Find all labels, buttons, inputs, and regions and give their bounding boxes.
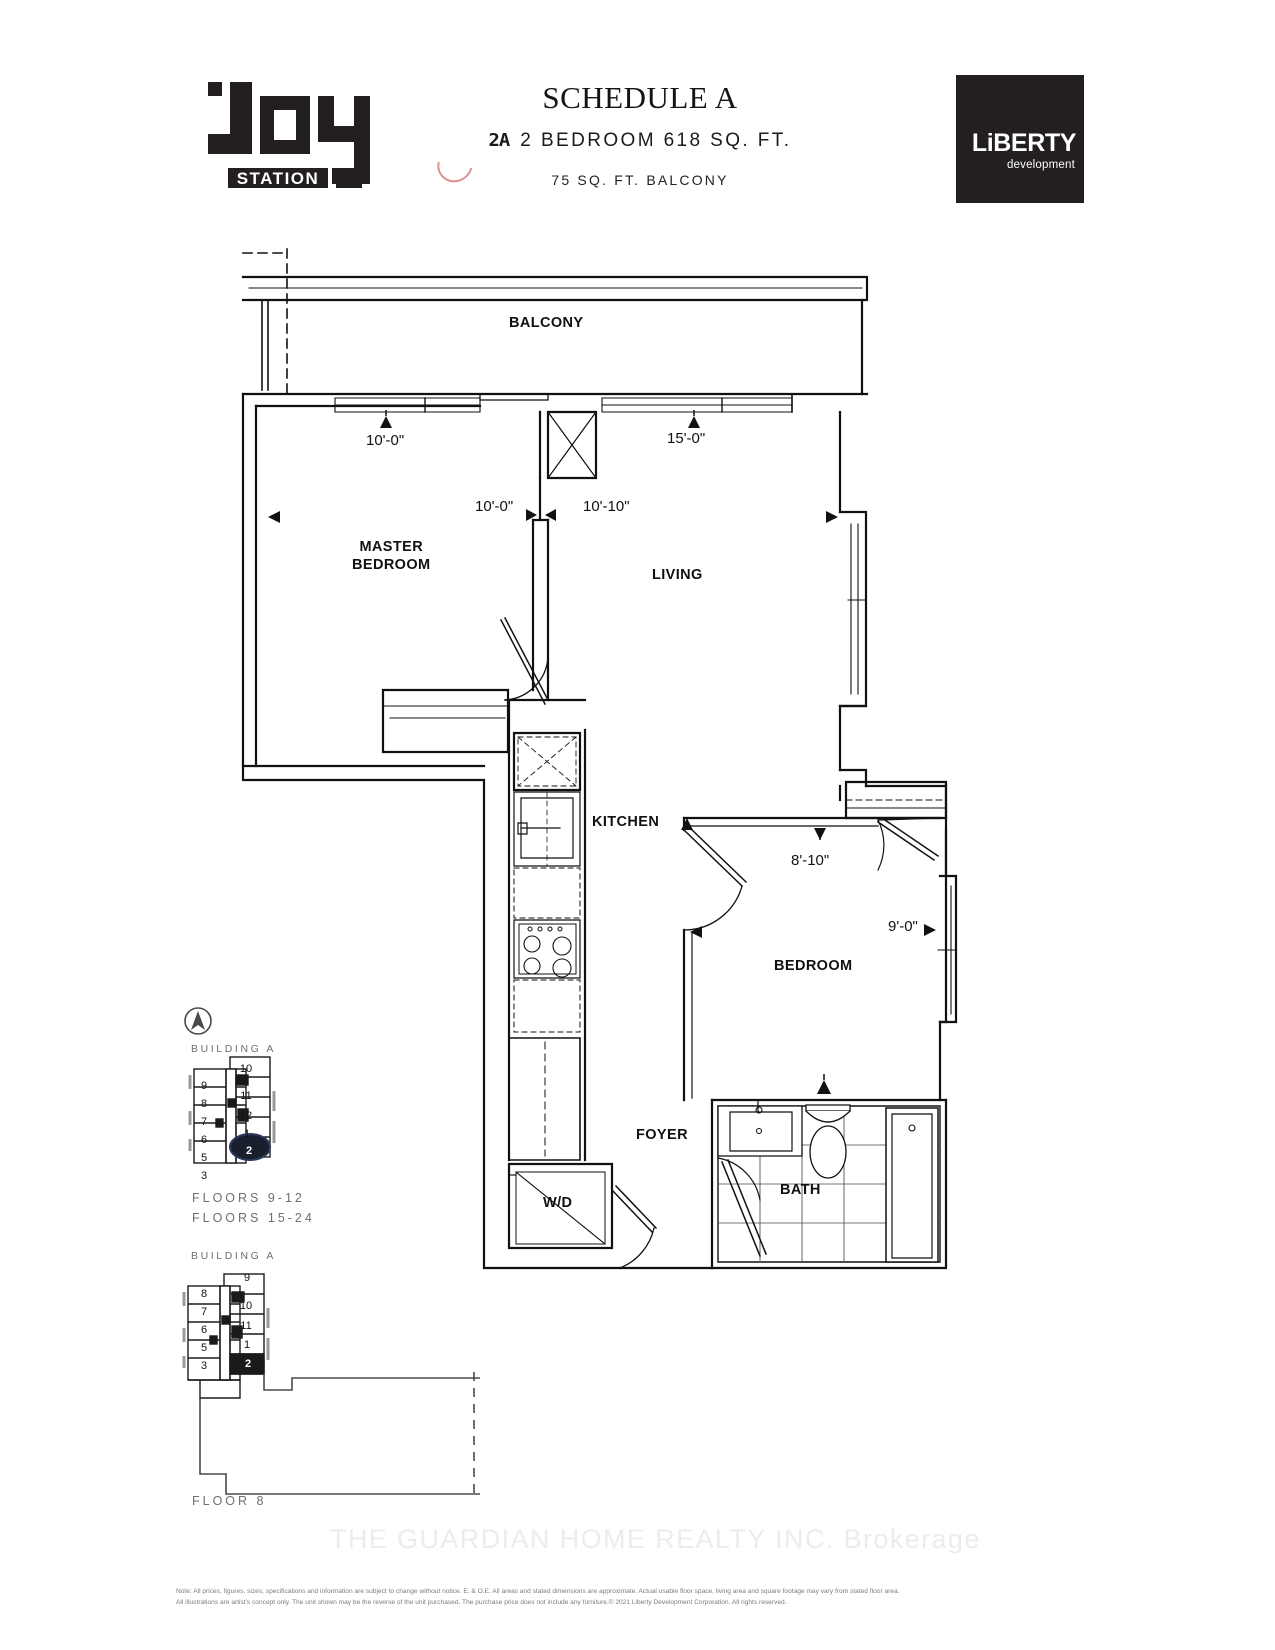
legal-disclaimer-line-1: Note: All prices, figures, sizes, specif… (176, 1588, 900, 1595)
unit-description: 2 BEDROOM 618 SQ. FT. (520, 130, 792, 151)
dimension-living-width: 15'-0" (667, 430, 706, 447)
dimension-bedroom-width: 8'-10" (791, 852, 830, 869)
joy-station-sub-label: STATION (237, 169, 320, 188)
joy-station-logo-mark: STATION (208, 82, 370, 188)
legal-disclaimer-line-2: All illustrations are artist's concept o… (176, 1599, 787, 1606)
key-plan-2-unit-6: 6 (200, 1324, 208, 1336)
key-plan-2-unit-3: 3 (200, 1360, 208, 1372)
key-plan-1-unit-7: 7 (200, 1116, 208, 1128)
key-plan-2-building-label: BUILDING A (191, 1250, 276, 1262)
unit-code-badge: 2A (488, 130, 510, 151)
liberty-logo-name: LiBERTY (971, 129, 1077, 157)
brokerage-watermark: THE GUARDIAN HOME REALTY INC. Brokerage (330, 1524, 981, 1554)
key-plan-2-floor-label: FLOOR 8 (192, 1494, 267, 1508)
room-label-kitchen: KITCHEN (592, 814, 660, 830)
unit-summary-line: 2A 2 BEDROOM 618 SQ. FT. (430, 130, 850, 152)
page-header: STATION SCHEDULE A 2A 2 BEDROOM 618 SQ. F… (0, 0, 1275, 230)
key-plan-2-diagram[interactable] (180, 1262, 480, 1502)
key-plan-1-building-label: BUILDING A (191, 1043, 276, 1055)
page-title: SCHEDULE A (542, 80, 738, 115)
key-plan-1-floors-line2: FLOORS 15-24 (192, 1211, 315, 1225)
key-plan-1-unit-10: 10 (239, 1063, 253, 1075)
key-plan-1-unit-5: 5 (200, 1152, 208, 1164)
key-plan-1-unit-12: 12 (239, 1110, 253, 1122)
room-label-washer-dryer: W/D (543, 1195, 573, 1211)
key-plan-2-unit-7: 7 (200, 1306, 208, 1318)
dimension-living-depth: 10'-10" (583, 498, 630, 515)
room-label-bedroom: BEDROOM (774, 958, 853, 974)
room-label-master-bedroom: MASTER BEDROOM (352, 538, 431, 574)
north-arrow-icon (184, 1007, 212, 1035)
key-plan-2-unit-10: 10 (239, 1300, 253, 1312)
room-label-bath: BATH (780, 1182, 821, 1198)
key-plan-1-unit-3: 3 (200, 1170, 208, 1182)
dimension-master-bedroom-width: 10'-0" (366, 432, 405, 449)
room-label-foyer: FOYER (636, 1127, 688, 1143)
key-plan-1-unit-11: 11 (240, 1090, 252, 1102)
room-label-living: LIVING (652, 567, 703, 583)
room-label-master-bedroom-line1: MASTER (359, 539, 424, 555)
key-plan-2-unit-1: 1 (243, 1339, 251, 1351)
balcony-area-note: 75 SQ. FT. BALCONY (551, 172, 729, 188)
key-plan-2-unit-2-highlighted: 2 (244, 1358, 252, 1370)
key-plan-2-unit-11: 11 (240, 1320, 252, 1332)
joy-station-logo: STATION (186, 72, 401, 202)
key-plan-2-unit-9: 9 (243, 1272, 251, 1284)
room-label-master-bedroom-line2: BEDROOM (352, 557, 431, 573)
liberty-development-logo: LiBERTY development (956, 75, 1084, 203)
key-plan-1-unit-9: 9 (200, 1080, 208, 1092)
legal-disclaimer: Note: All prices, figures, sizes, specif… (176, 1586, 1116, 1608)
key-plan-1-unit-2-highlighted: 2 (245, 1145, 253, 1157)
key-plan-1-floors-line1: FLOORS 9-12 (192, 1191, 305, 1205)
room-label-balcony: BALCONY (509, 315, 584, 331)
key-plan-2-unit-5: 5 (200, 1342, 208, 1354)
dimension-master-bedroom-depth: 10'-0" (475, 498, 514, 515)
dimension-bedroom-depth: 9'-0" (888, 918, 918, 935)
key-plan-1-unit-6: 6 (200, 1134, 208, 1146)
key-plan-1-unit-1: 1 (243, 1128, 251, 1140)
key-plan-1-diagram[interactable] (186, 1055, 296, 1180)
key-plan-1-unit-8: 8 (200, 1098, 208, 1110)
key-plan-2-unit-8: 8 (200, 1288, 208, 1300)
liberty-logo-tagline: development (1006, 159, 1075, 171)
